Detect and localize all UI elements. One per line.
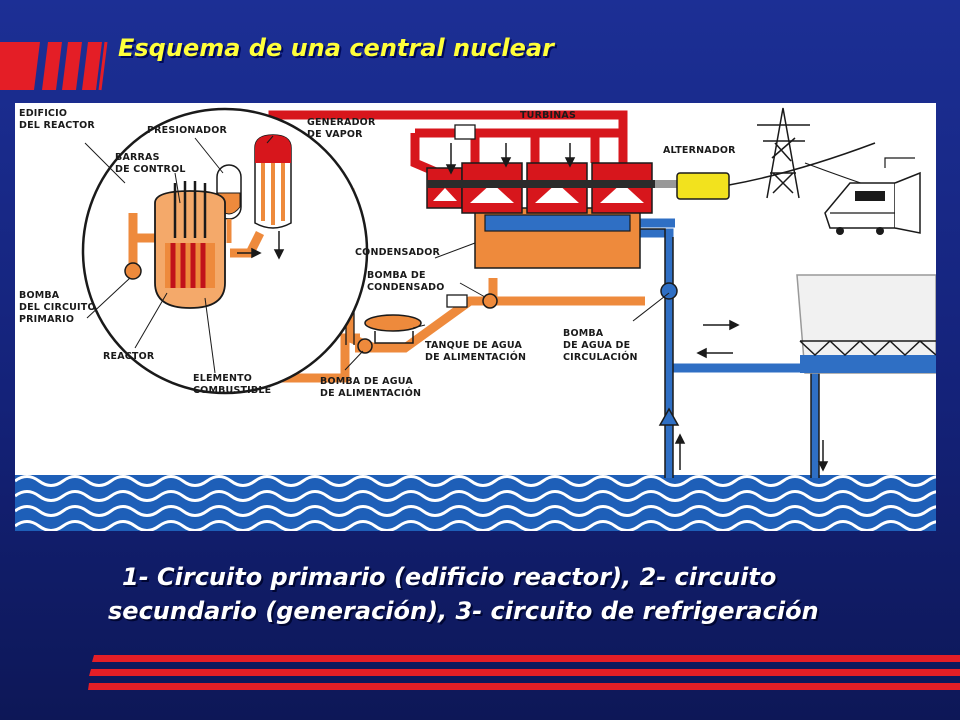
label-condensate-pump: BOMBA DE CONDENSADO bbox=[367, 270, 444, 293]
label-fuel-element: ELEMENTO COMBUSTIBLE bbox=[193, 373, 271, 396]
sea-water bbox=[15, 475, 936, 531]
label-control-rods: BARRAS DE CONTROL bbox=[115, 152, 186, 175]
slide-title: Esquema de una central nuclear bbox=[118, 34, 554, 62]
circulation-pump-icon bbox=[658, 282, 680, 426]
label-reactor: REACTOR bbox=[103, 351, 155, 362]
steam-generator bbox=[254, 134, 292, 229]
label-reactor-building: EDIFICIO DEL REACTOR bbox=[19, 108, 95, 131]
label-pressurizer: PRESIONADOR bbox=[147, 125, 227, 136]
train bbox=[824, 157, 921, 235]
condenser bbox=[474, 207, 641, 269]
logo-bars bbox=[0, 41, 108, 91]
label-alternator: ALTERNADOR bbox=[663, 145, 736, 156]
decorative-stripes bbox=[88, 655, 960, 690]
reactor-vessel bbox=[154, 181, 226, 309]
slide-caption: 1- Circuito primario (edificio reactor),… bbox=[108, 563, 819, 625]
label-steam-generator: GENERADOR DE VAPOR bbox=[307, 117, 379, 140]
feedwater-pump-icon bbox=[357, 338, 373, 354]
label-feedwater-tank: TANQUE DE AGUA DE ALIMENTACIÓN bbox=[425, 340, 526, 363]
primary-pump-icon bbox=[124, 262, 142, 280]
label-circulation-pump: BOMBA DE AGUA DE CIRCULACIÓN bbox=[563, 328, 638, 363]
nuclear-plant-diagram: EDIFICIO DEL REACTOR PRESIONADOR BARRAS … bbox=[15, 103, 936, 531]
cooling-tower bbox=[796, 274, 936, 374]
label-turbines: TURBINAS bbox=[520, 110, 576, 121]
flow-arrows bbox=[237, 143, 829, 472]
label-feedwater-pump: BOMBA DE AGUA DE ALIMENTACIÓN bbox=[320, 376, 421, 399]
label-condenser: CONDENSADOR bbox=[355, 247, 440, 258]
power-pylon bbox=[757, 107, 810, 199]
label-primary-pump: BOMBA DEL CIRCUITO PRIMARIO bbox=[19, 290, 99, 325]
condensate-pump-icon bbox=[482, 293, 498, 309]
turbines bbox=[426, 162, 677, 214]
feedwater-tank bbox=[364, 314, 422, 344]
